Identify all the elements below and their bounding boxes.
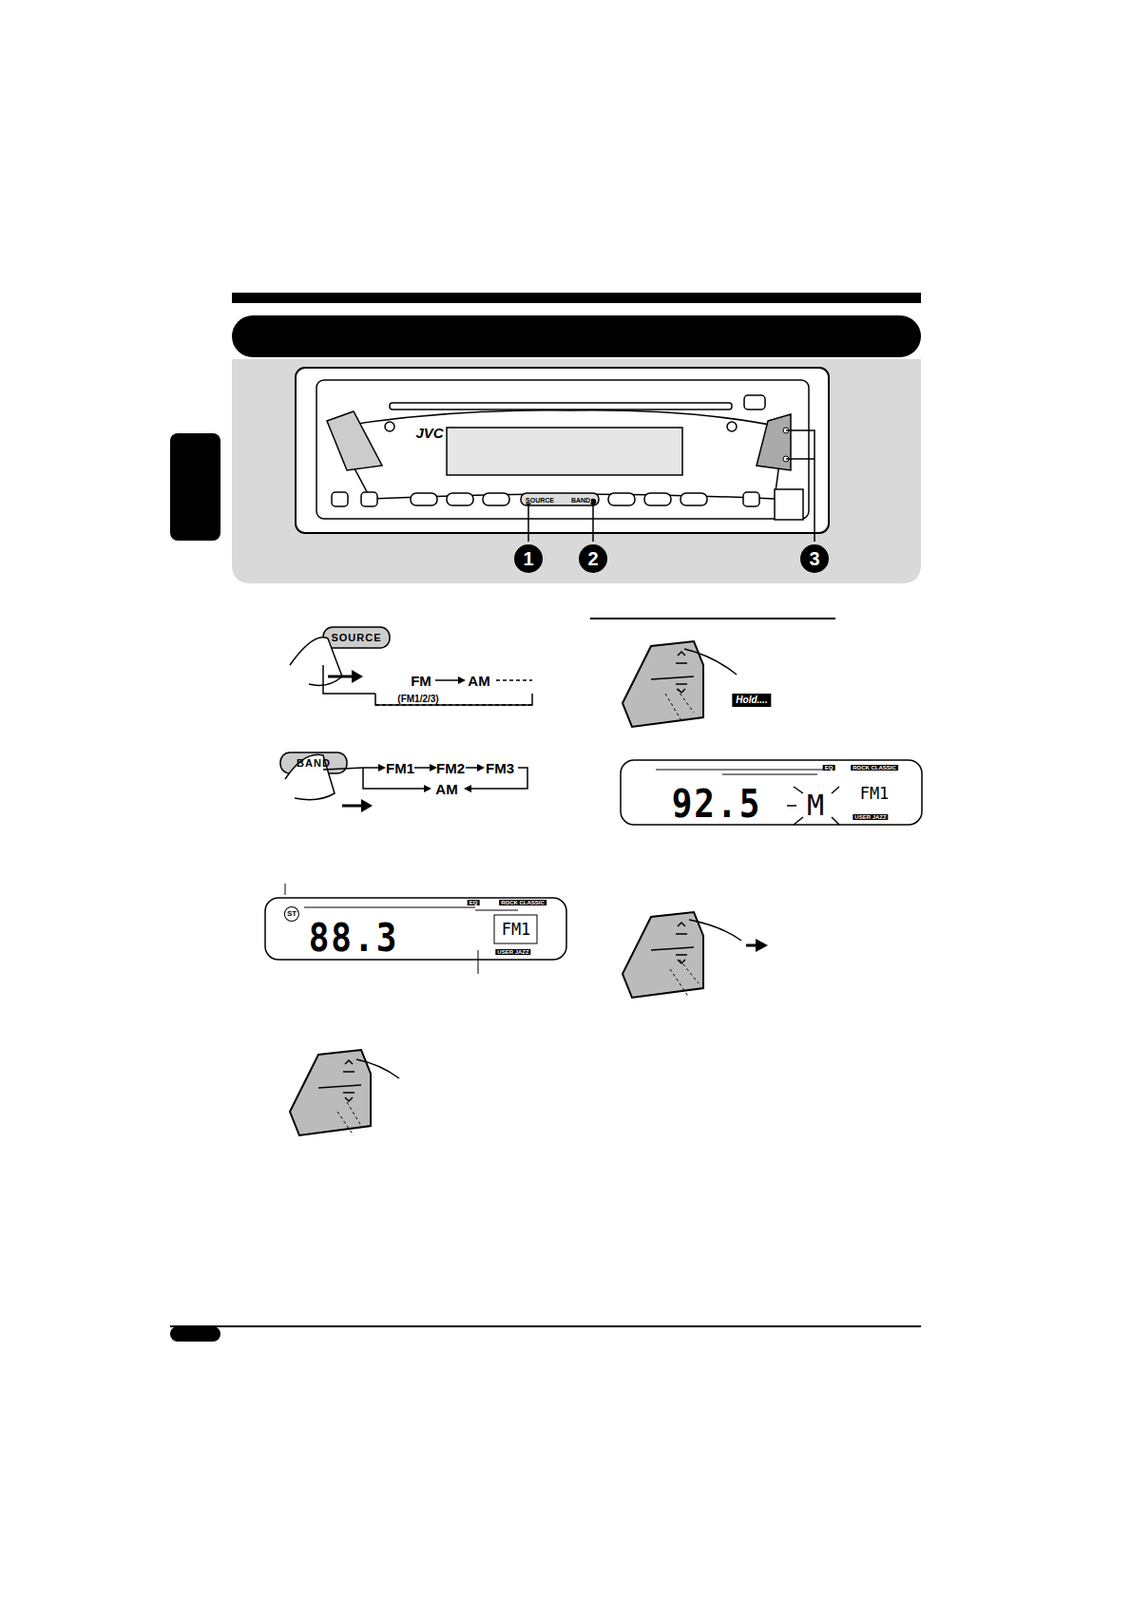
eq-mode: USER JAZZ <box>495 949 531 956</box>
callout-number: 1 <box>522 549 534 569</box>
button-text: BAND <box>296 758 331 769</box>
source-option: FM <box>410 673 432 689</box>
eq-mode: ROCK CLASSIC <box>850 765 899 771</box>
frequency-display: 92.5 <box>671 784 763 824</box>
callout-number: 3 <box>808 549 820 569</box>
hold-tag: Hold.... <box>731 693 771 708</box>
band-option: FM3 <box>485 761 515 776</box>
eq-indicator: EQ <box>823 765 836 771</box>
source-option: AM <box>467 673 490 689</box>
callout-number: 2 <box>587 549 598 569</box>
panel-button-text: SOURCE <box>524 497 556 504</box>
brand-logo: JVC <box>415 425 443 441</box>
source-note: (FM1/2/3) <box>397 694 439 705</box>
eq-mode: USER JAZZ <box>852 814 888 821</box>
eq-mode: ROCK CLASSIC <box>498 900 547 906</box>
band-display: FM1 <box>501 921 532 939</box>
band-option: FM1 <box>385 761 415 776</box>
eq-indicator: EQ <box>467 900 480 906</box>
button-text: SOURCE <box>330 632 382 644</box>
panel-button-text: BAND <box>570 497 592 504</box>
band-option: AM <box>435 782 458 797</box>
frequency-display: 88.3 <box>308 918 400 958</box>
band-option: FM2 <box>436 761 465 776</box>
band-display: FM1 <box>860 785 890 803</box>
memory-indicator: M <box>806 791 825 821</box>
